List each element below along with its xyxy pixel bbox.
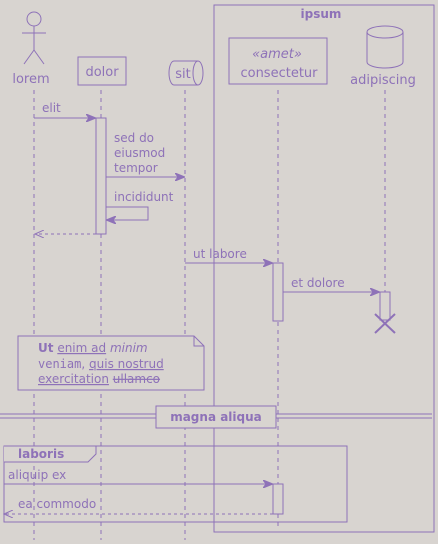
message-sed-line2: eiusmod: [114, 146, 165, 160]
participant-consectetur-stereotype: «amet»: [252, 47, 302, 62]
message-aliquip-label: aliquip ex: [8, 468, 66, 482]
actor-head-icon: [26, 11, 42, 27]
note-ullamco: ullamco: [113, 372, 160, 386]
note: Ut enim ad minim veniam, quis nostrud ex…: [17, 335, 205, 391]
divider-label: magna aliqua: [170, 410, 262, 424]
activation-adipiscing: [379, 291, 391, 321]
note-quis: quis nostrud: [89, 357, 164, 371]
activation-consectetur-2: [272, 483, 284, 515]
message-sed-line1: sed do: [114, 131, 154, 145]
note-enim: enim ad: [57, 341, 106, 355]
note-comma: ,: [81, 357, 85, 371]
database-icon: [366, 32, 404, 69]
destroy-icon: [374, 313, 396, 334]
queue-sit-label: sit: [175, 67, 190, 82]
ipsum-box: [213, 4, 435, 533]
actor-lorem[interactable]: lorem: [12, 11, 50, 87]
note-veniam: veniam: [38, 357, 81, 371]
participant-consectetur[interactable]: «amet» consectetur: [228, 37, 328, 85]
svg-text:exercitation ullamco: exercitation ullamco: [38, 372, 160, 386]
message-elit-label: elit: [42, 101, 61, 115]
participant-dolor-label: dolor: [85, 65, 119, 80]
message-ea-commodo-label: ea commodo: [18, 497, 96, 511]
queue-sit[interactable]: sit: [168, 60, 204, 86]
ipsum-box-title: ipsum: [301, 7, 342, 21]
message-incididunt-label: incididunt: [114, 190, 174, 204]
svg-text:veniam, quis nostrud: veniam, quis nostrud: [38, 357, 164, 371]
note-ut: Ut: [38, 341, 54, 355]
participant-dolor[interactable]: dolor: [77, 56, 127, 86]
message-sed-line3: tempor: [114, 161, 158, 175]
activation-consectetur-1: [272, 262, 284, 322]
activation-dolor: [95, 117, 107, 235]
divider: magna aliqua: [0, 405, 432, 429]
participant-consectetur-label: consectetur: [240, 66, 318, 81]
group-laboris-label: laboris: [18, 447, 64, 461]
svg-text:Ut enim ad minim: Ut enim ad minim: [38, 341, 148, 355]
note-exercitation: exercitation: [38, 372, 109, 386]
message-incididunt-arrow: [106, 206, 149, 220]
message-ut-labore-label: ut labore: [193, 247, 247, 261]
database-adipiscing-label: adipiscing: [350, 73, 416, 88]
message-et-dolore-label: et dolore: [291, 276, 345, 290]
actor-lorem-label: lorem: [12, 72, 49, 87]
database-adipiscing[interactable]: adipiscing: [350, 25, 416, 88]
note-minim: minim: [110, 341, 148, 355]
